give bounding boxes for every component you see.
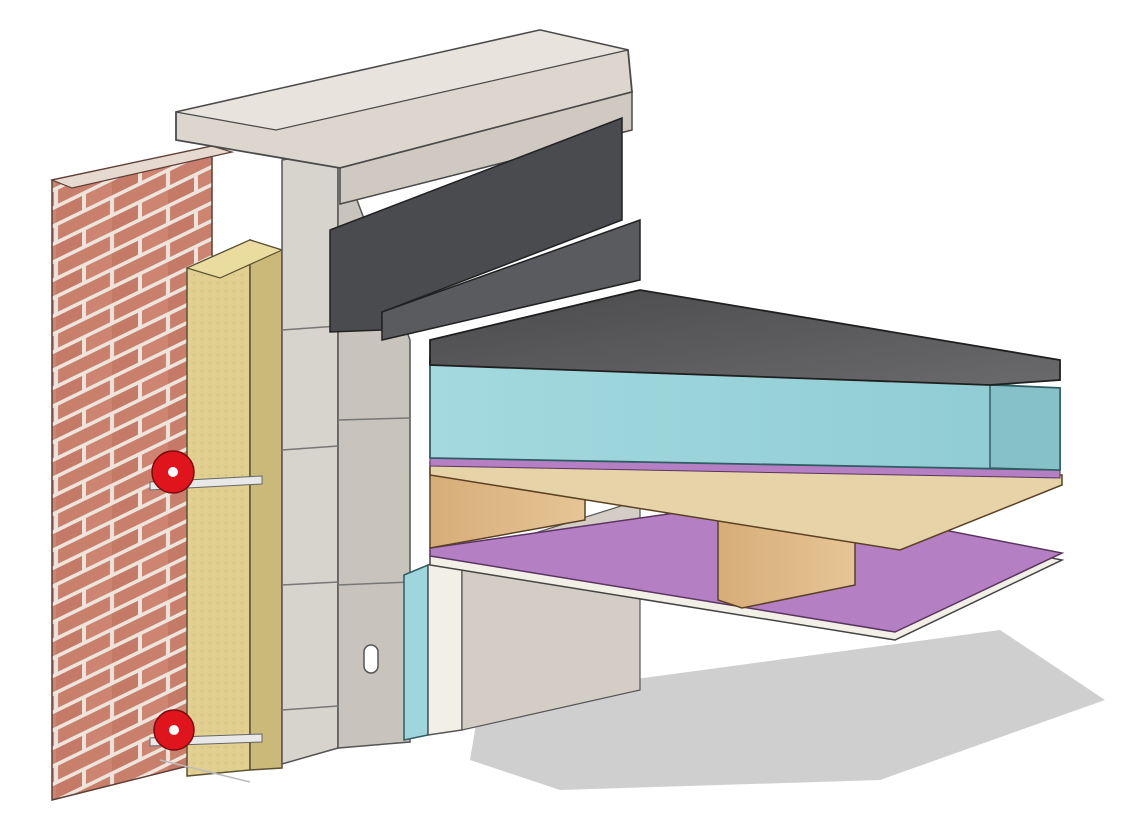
insulation-retaining-clip-lower	[153, 709, 195, 751]
roof-waterproof-membrane	[429, 289, 1061, 386]
brick-outer-leaf	[49, 145, 235, 801]
coping-stone	[175, 29, 633, 205]
insulation-retaining-clip	[151, 450, 195, 494]
internal-wall-insulation	[403, 563, 429, 741]
mineral-wool-cavity-insulation	[185, 238, 284, 777]
ground-shadow	[470, 630, 1105, 790]
weep-vent	[363, 644, 379, 674]
rigid-roof-insulation	[429, 357, 1061, 471]
metal-flashing	[329, 116, 641, 341]
